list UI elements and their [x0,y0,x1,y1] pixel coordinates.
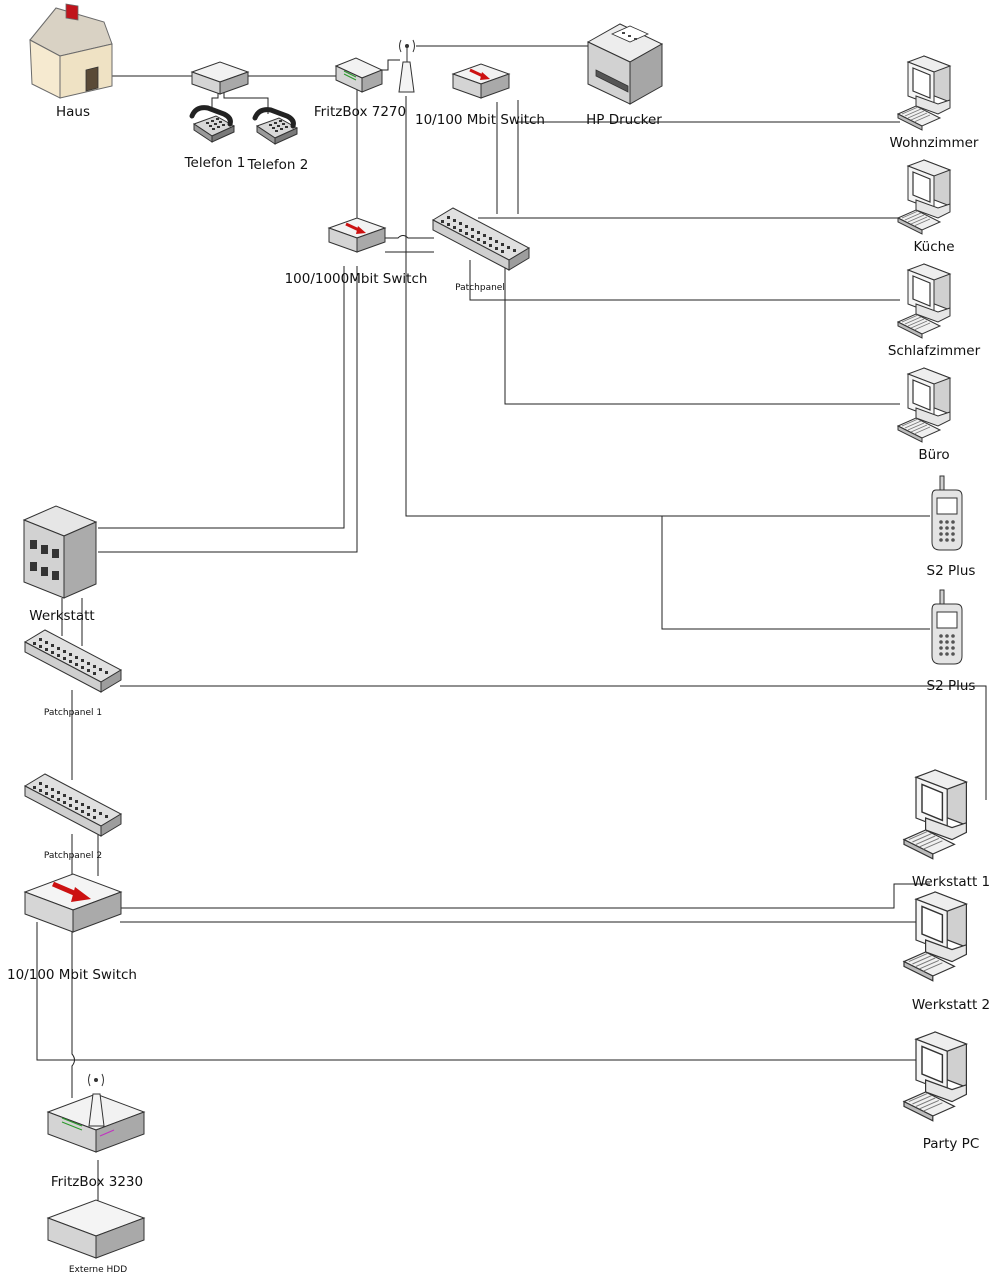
printer-icon [586,23,664,105]
switch-icon [327,216,387,254]
router-icon [46,1073,146,1153]
werkstatt-node[interactable]: Werkstatt [22,505,98,624]
dsl-splitter-icon [191,61,249,95]
building-icon [22,505,98,599]
telefon1-label: Telefon 1 [184,155,246,171]
fritzbox7270-label: FritzBox 7270 [314,104,406,120]
fritzbox7270-node[interactable]: FritzBox 7270 [314,57,406,120]
fritzbox3230-node[interactable]: FritzBox 3230 [46,1073,146,1190]
edge-switch-mid-werkstatt [98,266,345,529]
party-pc-node[interactable]: Party PC [903,1031,980,1152]
edge-patchpanel-schlafzimmer [469,260,900,301]
pc-icon [897,367,951,443]
edge-switch-partypc [36,922,930,1061]
switch-10-100-bottom-node[interactable]: 10/100 Mbit Switch [7,874,137,983]
patchpanel2-node[interactable]: Patchpanel 2 [24,773,122,861]
wireless-antenna-icon [398,39,415,93]
patch-panel-icon [24,629,122,693]
telefon2-label: Telefon 2 [247,157,309,173]
patchpanel-top-node[interactable]: Patchpanel [432,207,530,293]
edge-fritzbox-werkstatt [98,266,358,553]
buero-label: Büro [918,447,949,463]
patchpanel2-label: Patchpanel 2 [44,851,102,861]
mobile-phone-icon [931,589,963,665]
switch-icon [25,874,121,932]
edge-switch-top-wohnzimmer [517,100,900,123]
s2plus-2-label: S2 Plus [927,678,976,694]
wohnzimmer-label: Wohnzimmer [890,135,979,151]
edge-s2plus-branch [661,516,930,630]
schlafzimmer-label: Schlafzimmer [888,343,981,359]
telephone-icon [192,108,234,142]
telephone-icon [255,110,297,144]
werkstatt-label: Werkstatt [29,608,94,624]
buero-node[interactable]: Büro [897,367,951,463]
werkstatt1-label: Werkstatt 1 [912,874,990,890]
router-icon [334,57,384,93]
edge-patchpanel1-fritzbox3230 [71,834,75,1098]
schlafzimmer-node[interactable]: Schlafzimmer [888,263,981,359]
switch-100-1000-label: 100/1000Mbit Switch [285,271,428,287]
edge-patchpanel1-werkstatt1 [120,685,987,800]
switch-10-100-top-node[interactable]: 10/100 Mbit Switch [415,62,545,128]
hard-drive-icon [46,1199,146,1259]
edge-switch-werkstatt1 [120,883,930,909]
werkstatt2-node[interactable]: Werkstatt 2 [903,891,990,1013]
switch-icon [451,62,511,100]
edge-fritzbox-antenna [382,59,400,71]
telefon2-node[interactable]: Telefon 2 [247,110,309,173]
switch-10-100-bottom-label: 10/100 Mbit Switch [7,967,137,983]
pc-icon [897,55,951,131]
patchpanel-top-label: Patchpanel [455,283,505,293]
house-icon [29,3,113,99]
kueche-label: Küche [913,239,954,255]
wohnzimmer-node[interactable]: Wohnzimmer [890,55,979,151]
edge-patchpanel-buero [504,268,900,405]
haus-label: Haus [56,104,90,120]
hp-drucker-node[interactable]: HP Drucker [586,23,664,128]
fritzbox3230-label: FritzBox 3230 [51,1174,143,1190]
party-pc-label: Party PC [923,1136,980,1152]
edge-switch-mid-patchpanel [385,235,434,239]
splitter-node[interactable] [191,61,249,95]
pc-icon [897,263,951,339]
hp-drucker-label: HP Drucker [586,112,662,128]
haus-node[interactable]: Haus [29,3,113,120]
switch-10-100-top-label: 10/100 Mbit Switch [415,112,545,128]
s2plus-2-node[interactable]: S2 Plus [927,589,976,694]
pc-icon [903,769,968,860]
s2plus-1-node[interactable]: S2 Plus [927,475,976,579]
werkstatt1-node[interactable]: Werkstatt 1 [903,769,990,890]
s2plus-1-label: S2 Plus [927,563,976,579]
antenna-node[interactable] [398,39,415,93]
connection-lines [36,45,987,1202]
switch-100-1000-node[interactable]: 100/1000Mbit Switch [285,216,428,287]
pc-icon [897,159,951,235]
pc-icon [903,1031,968,1122]
patchpanel1-label: Patchpanel 1 [44,708,102,718]
edge-antenna-s2plus [405,96,930,517]
kueche-node[interactable]: Küche [897,159,955,255]
patchpanel1-node[interactable]: Patchpanel 1 [24,629,122,718]
externe-hdd-node[interactable]: Externe HDD [46,1199,146,1275]
externe-hdd-label: Externe HDD [69,1265,127,1275]
mobile-phone-icon [931,475,963,551]
werkstatt2-label: Werkstatt 2 [912,997,990,1013]
telefon1-node[interactable]: Telefon 1 [184,108,246,171]
patch-panel-icon [432,207,530,271]
pc-icon [903,891,968,982]
patch-panel-icon [24,773,122,837]
